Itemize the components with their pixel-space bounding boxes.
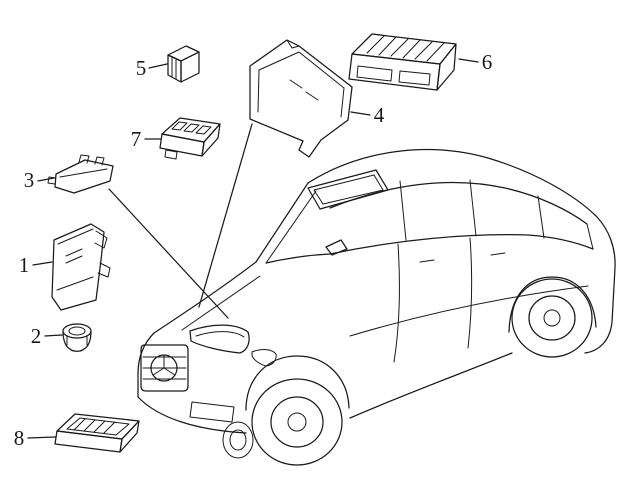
part-4-mounting-bracket [249,39,353,158]
callout-4-leader [350,111,371,116]
part-7-relay-module [159,117,221,160]
part-2-grommet [62,323,92,352]
part-6-control-unit [348,33,457,91]
callout-3[interactable]: 3 [24,168,55,192]
part-8-control-module [54,413,140,453]
callout-4-label[interactable]: 4 [374,103,385,127]
leader-lines [108,123,253,319]
callout-8-leader [27,436,56,439]
callout-8[interactable]: 8 [14,426,56,450]
part-3-bracket [47,154,114,194]
callout-4[interactable]: 4 [350,103,385,127]
callout-2-label[interactable]: 2 [31,324,42,348]
callout-7-label[interactable]: 7 [131,127,142,151]
callout-3-leader [37,177,55,182]
callout-1-leader [32,261,53,266]
callout-8-label[interactable]: 8 [14,426,25,450]
callout-5-label[interactable]: 5 [136,56,147,80]
callout-6[interactable]: 6 [458,50,493,74]
leader-part4-to-vehicle [198,123,253,308]
callout-3-label[interactable]: 3 [24,168,35,192]
callout-1[interactable]: 1 [19,253,53,277]
leader-part3-to-vehicle [108,188,229,319]
vehicle-illustration [137,149,616,466]
part-5-control-module [167,45,200,83]
callout-2-leader [44,334,63,337]
part-1-control-unit [51,223,111,311]
callouts: 1 2 3 4 5 6 7 [14,50,493,450]
callout-6-label[interactable]: 6 [482,50,493,74]
callout-1-label[interactable]: 1 [19,253,30,277]
callout-2[interactable]: 2 [31,324,63,348]
callout-6-leader [458,58,479,63]
callout-5[interactable]: 5 [136,56,168,80]
callout-5-leader [148,63,168,69]
callout-7[interactable]: 7 [131,127,162,151]
